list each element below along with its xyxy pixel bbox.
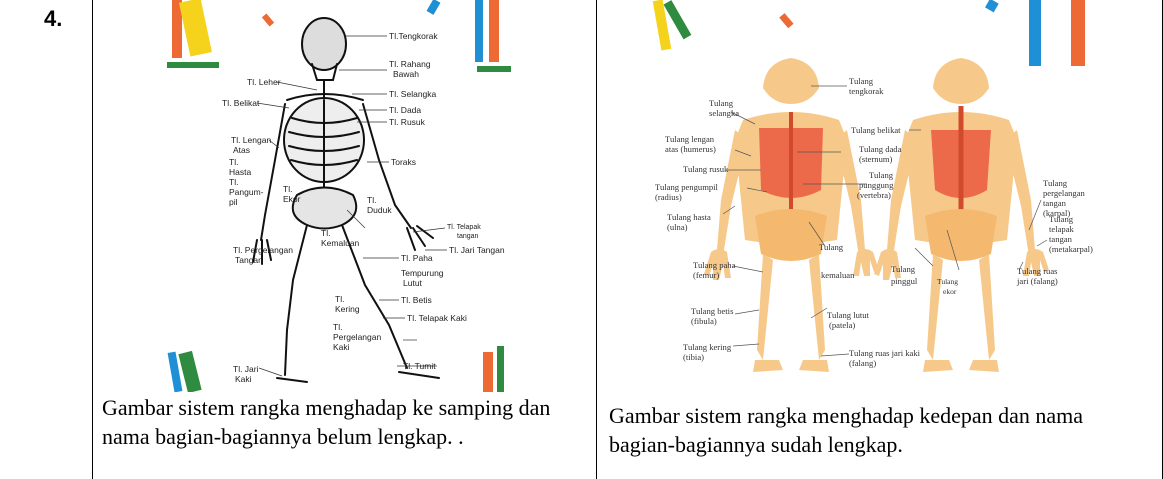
label-lengan-atas: Tl. Lengan (231, 135, 271, 145)
label-ruas-jari-kaki-r-2: (falang) (849, 358, 876, 368)
label-paha-r: Tulang paha (693, 260, 736, 270)
label-tengkorak-r: Tulang (849, 76, 874, 86)
label-duduk: Tl. (367, 195, 376, 205)
label-lutut-r: Tulang lutut (827, 310, 870, 320)
label-ruas-jari-r: Tulang ruas (1017, 266, 1058, 276)
label-telapak-tangan-2: tangan (457, 233, 479, 240)
label-pinggul-r: Tulang (891, 264, 916, 274)
label-lengan-atas-r: Tulang lengan (665, 134, 715, 144)
label-pengumpil-2: Pangum- (229, 187, 264, 197)
label-pergelangan-tangan: Tl. Pergelangan (233, 245, 293, 255)
label-pergelangan-kaki: Tl. (333, 322, 342, 332)
right-caption: Gambar sistem rangka menghadap kedepan d… (609, 401, 1149, 459)
label-pergelangan-kaki-2: Pergelangan (333, 332, 381, 342)
label-tengkorak-r-2: tengkorak (849, 86, 884, 96)
label-tempurung-2: Lutut (403, 278, 423, 288)
label-telapak-tangan-r: Tulang (1049, 214, 1074, 224)
label-telapak-tangan-r-4: (metakarpal) (1049, 244, 1093, 254)
label-kemaluan-r-2: kemaluan (821, 270, 855, 280)
label-lengan-atas-2: Atas (233, 145, 250, 155)
left-cell: Tl.Tengkorak Tl. Rahang Bawah Tl. Leher … (93, 0, 596, 479)
left-caption: Gambar sistem rangka menghadap ke sampin… (102, 393, 572, 451)
label-ruas-jari-r-2: jari (falang) (1016, 276, 1058, 286)
label-hasta-2: Hasta (229, 167, 251, 177)
label-jari-kaki-2: Kaki (235, 374, 252, 384)
label-ruas-jari-kaki-r: Tulang ruas jari kaki (849, 348, 921, 358)
right-cell: Tulang tengkorak Tulang selangka Tulang … (597, 0, 1162, 479)
label-rusuk-r: Tulang rusuk (683, 164, 729, 174)
label-tumit: Tl. Tumit (403, 361, 436, 371)
label-betis: Tl. Betis (401, 295, 432, 305)
label-belikat: Tl. Belikat (222, 98, 260, 108)
label-pengumpil-r: Tulang pengumpil (655, 182, 719, 192)
label-selangka-r-2: selangka (709, 108, 739, 118)
label-toraks: Toraks (391, 157, 416, 167)
label-hasta: Tl. (229, 157, 238, 167)
label-kemaluan: Tl. (321, 228, 330, 238)
label-betis-r: Tulang betis (691, 306, 734, 316)
label-pergelangan-tangan-2: Tangan (235, 255, 263, 265)
label-ekor-2: Ekor (283, 194, 301, 204)
label-telapak-tangan-r-2: telapak (1049, 224, 1075, 234)
label-pengumpil-3: pil (229, 197, 238, 207)
label-kemaluan-r: Tulang (819, 242, 844, 252)
label-ekor: Tl. (283, 184, 292, 194)
side-skeleton-figure: Tl.Tengkorak Tl. Rahang Bawah Tl. Leher … (167, 0, 517, 392)
label-rusuk: Tl. Rusuk (389, 117, 426, 127)
label-jari-kaki: Tl. Jari (233, 364, 259, 374)
label-hasta-r-2: (ulna) (667, 222, 688, 232)
label-kering-2: Kering (335, 304, 360, 314)
label-kering: Tl. (335, 294, 344, 304)
label-pergelangan-kaki-3: Kaki (333, 342, 350, 352)
label-kemaluan-2: Kemaluan (321, 238, 360, 248)
label-lengan-atas-r-2: atas (humerus) (665, 144, 716, 154)
label-ekor-r-2: ekor (943, 287, 957, 296)
label-paha-r-2: (femur) (693, 270, 719, 280)
label-hasta-r: Tulang hasta (667, 212, 711, 222)
label-leher: Tl. Leher (247, 77, 281, 87)
label-kering-r-2: (tibia) (683, 352, 704, 362)
label-duduk-2: Duduk (367, 205, 392, 215)
label-tengkorak: Tl.Tengkorak (389, 31, 438, 41)
label-belikat-r: Tulang belikat (851, 125, 901, 135)
label-jari-tangan: Tl. Jari Tangan (449, 245, 505, 255)
label-punggung-r-3: (vertebra) (857, 190, 891, 200)
label-pengumpil: Tl. (229, 177, 238, 187)
label-selangka: Tl. Selangka (389, 89, 437, 99)
label-telapak-tangan: Tl. Telapak (447, 224, 481, 231)
label-pergelangan-tangan-r: Tulang (1043, 178, 1068, 188)
label-pengumpil-r-2: (radius) (655, 192, 682, 202)
label-paha: Tl. Paha (401, 253, 433, 263)
label-telapak-kaki: Tl. Telapak Kaki (407, 313, 467, 323)
label-dada-r: Tulang dada (859, 144, 902, 154)
label-ekor-r: Tulang (937, 277, 958, 286)
label-punggung-r-2: punggung (859, 180, 894, 190)
label-pergelangan-tangan-r-2: pergelangan (1043, 188, 1086, 198)
label-kering-r: Tulang kering (683, 342, 732, 352)
back-skeleton (874, 58, 1049, 372)
label-dada-r-2: (sternum) (859, 154, 893, 164)
label-rahang-2: Bawah (393, 69, 419, 79)
label-dada: Tl. Dada (389, 105, 421, 115)
label-betis-r-2: (fibula) (691, 316, 717, 326)
label-rahang: Tl. Rahang (389, 59, 431, 69)
row-number: 4. (44, 6, 62, 32)
label-selangka-r: Tulang (709, 98, 734, 108)
label-telapak-tangan-r-3: tangan (1049, 234, 1073, 244)
label-pinggul-r-2: pinggul (891, 276, 918, 286)
label-lutut-r-2: (patela) (829, 320, 855, 330)
label-pergelangan-tangan-r-3: tangan (1043, 198, 1067, 208)
front-back-skeleton-figure: Tulang tengkorak Tulang selangka Tulang … (651, 0, 1101, 392)
label-tempurung: Tempurung (401, 268, 444, 278)
label-punggung-r: Tulang (869, 170, 894, 180)
